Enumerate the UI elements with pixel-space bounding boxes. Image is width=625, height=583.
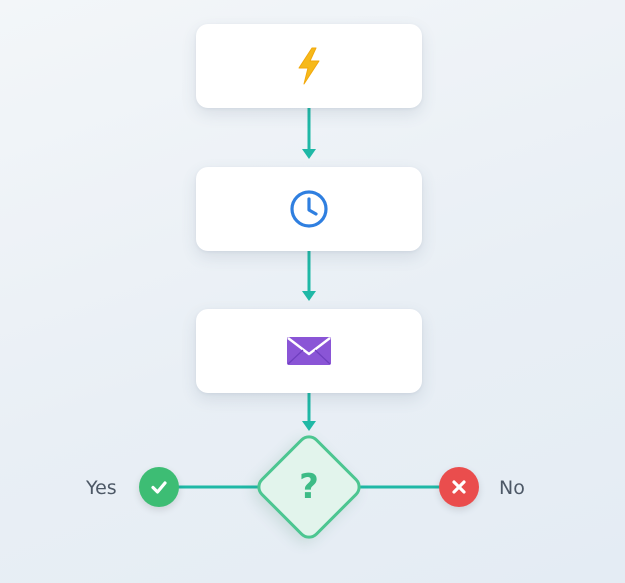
no-branch-badge[interactable] xyxy=(439,467,479,507)
email-step-card[interactable] xyxy=(196,309,422,393)
arrowhead-email xyxy=(302,291,316,301)
checkmark-icon xyxy=(151,481,167,494)
lightning-bolt-icon xyxy=(298,47,320,85)
yes-branch-label: Yes xyxy=(86,477,117,499)
question-mark-label: ? xyxy=(299,467,319,507)
envelope-icon xyxy=(287,337,331,365)
no-branch-label: No xyxy=(499,477,525,499)
arrowhead-delay xyxy=(302,149,316,159)
clock-icon xyxy=(290,190,328,228)
cross-icon xyxy=(452,480,466,494)
yes-branch-badge[interactable] xyxy=(139,467,179,507)
arrowhead-decision xyxy=(302,421,316,431)
delay-step-card[interactable] xyxy=(196,167,422,251)
decision-node[interactable]: ? xyxy=(252,430,366,544)
trigger-step-card[interactable] xyxy=(196,24,422,108)
